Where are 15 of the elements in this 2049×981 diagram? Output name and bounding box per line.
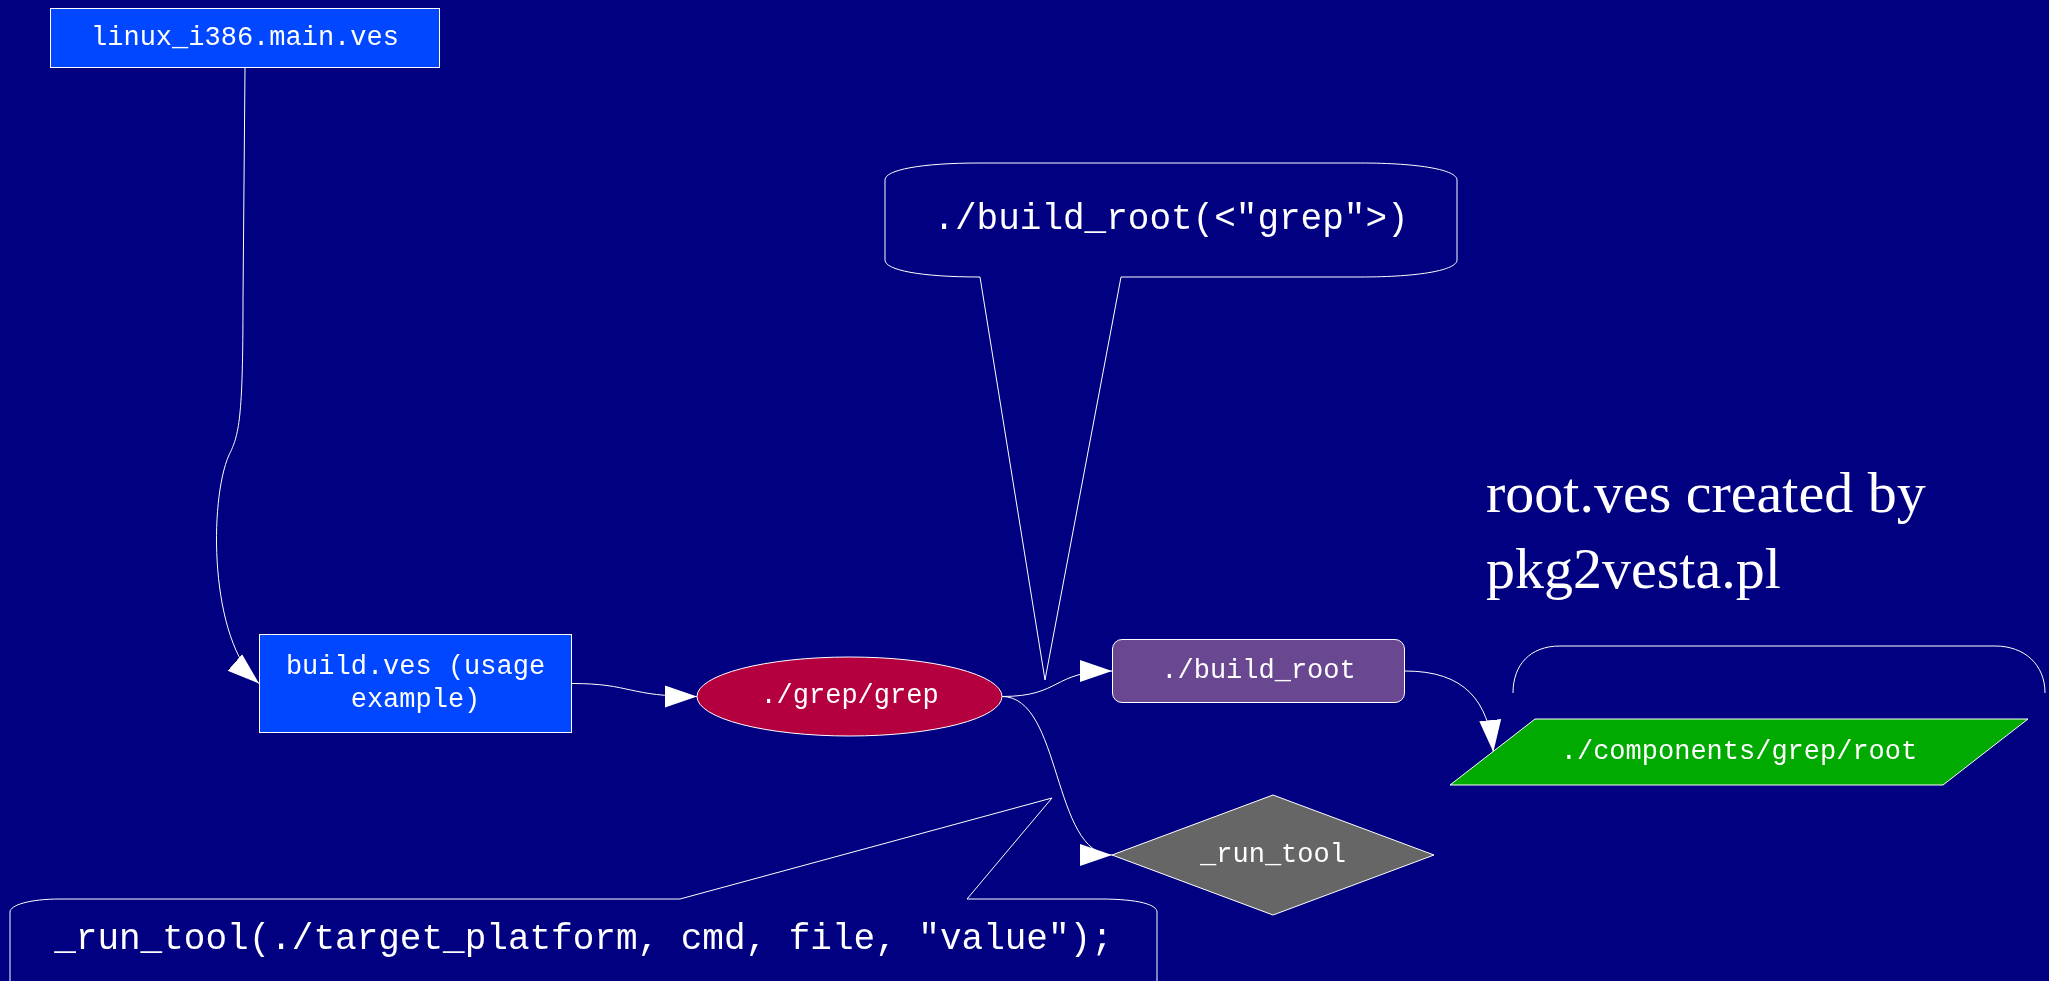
arrow	[1404, 670, 1500, 753]
node-label: linux_i386.main.ves	[91, 21, 399, 55]
node-label: ./components/grep/root	[1560, 735, 1918, 769]
file-box	[50, 8, 440, 68]
function-box	[1112, 639, 1405, 703]
file-box	[259, 634, 572, 733]
node-label: ./build_root	[1161, 654, 1356, 688]
node-label: ./grep/grep	[760, 680, 939, 713]
node-label: _run_tool	[1200, 838, 1346, 872]
node-label: ./build_root(<"grep">)	[933, 198, 1409, 242]
arrow	[571, 683, 698, 707]
node-label: _run_tool(./target_platform, cmd, file, "value");	[54, 918, 1113, 962]
note-text: root.ves created by pkg2vesta.pl	[1486, 459, 1927, 603]
arrow	[216, 67, 260, 684]
node-label: build.ves (usage example)	[284, 651, 547, 716]
